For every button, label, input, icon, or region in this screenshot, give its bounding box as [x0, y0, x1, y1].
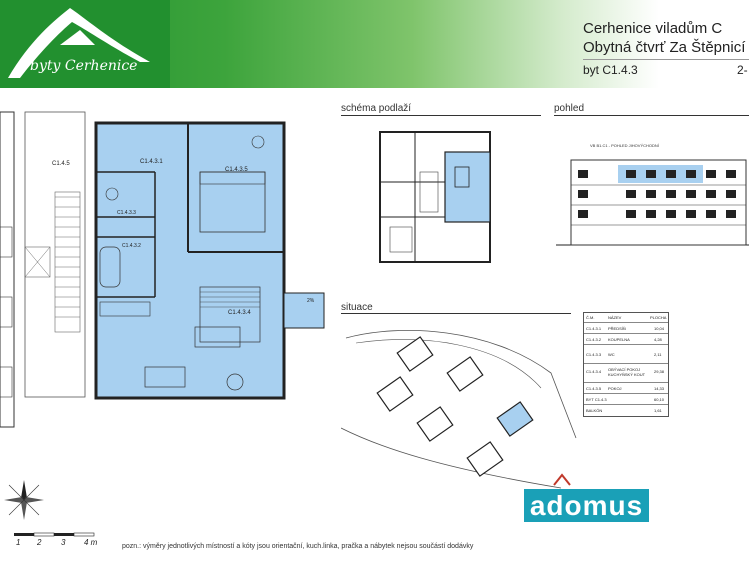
roof-icon — [553, 473, 571, 486]
legend-header-code: Č.M. — [586, 315, 595, 320]
scale-label-1: 1 — [16, 538, 21, 547]
scale-label-3: 3 — [61, 538, 66, 547]
scale-label-4: 4 m — [84, 538, 98, 547]
header-banner: byty Cerhenice Cerhenice viladům C Obytn… — [0, 0, 749, 88]
legend-header-name: NÁZEV — [608, 315, 622, 320]
situation-divider — [341, 313, 571, 314]
schema-divider — [341, 115, 541, 116]
room-label-c145: C1.4.5 — [52, 161, 70, 167]
legend-room: POKOJ — [608, 386, 622, 391]
situation-section-title: situace — [341, 302, 373, 313]
legend-room: OBÝVACÍ POKOJ KUCHYŇSKÝ KOUT — [608, 367, 646, 377]
legend-total-area: 60,10 — [654, 397, 665, 402]
floor-plan: C1.4.5 C1.4.3.1 C1.4.3.5 C1.4.3.3 C1.4.3… — [0, 97, 325, 432]
mountain-logo-icon — [8, 8, 150, 78]
legend-total-label: BYT C1.4.3 — [586, 397, 607, 402]
view-caption: VB B1.C1 - POHLED JIHOVÝCHODNÍ — [590, 143, 659, 148]
legend-row: C1.4.3.1 PŘEDSÍŇ 10,04 — [584, 323, 668, 334]
page-label: 2- — [737, 63, 748, 77]
view-section-title: pohled — [554, 103, 585, 114]
legend-area: 14,33 — [654, 386, 665, 391]
legend-area: 10,04 — [654, 326, 665, 331]
room-label-c1431: C1.4.3.1 — [140, 159, 163, 165]
legend-balcony-area: 1,61 — [654, 408, 662, 413]
legend-row: C1.4.3.3 WC 2,11 — [584, 345, 668, 364]
site-plan-map — [341, 330, 577, 489]
compass-icon — [4, 480, 44, 520]
legend-header-area: PLOCHA — [650, 315, 667, 320]
footnote: pozn.: výměry jednotlivých místností a k… — [122, 543, 474, 550]
legend-area: 2,11 — [654, 352, 662, 357]
legend-area: 4,28 — [654, 337, 662, 342]
legend-balcony-row: BALKÓN 1,61 — [584, 405, 668, 415]
room-label-c1433: C1.4.3.3 — [117, 210, 136, 216]
legend-code: C1.4.3.4 — [586, 369, 602, 374]
room-label-c1435: C1.4.3.5 — [225, 167, 248, 173]
legend-code: C1.4.3.2 — [586, 337, 602, 342]
legend-code: C1.4.3.3 — [586, 352, 602, 357]
view-divider — [554, 115, 749, 116]
room-area-table: Č.M. NÁZEV PLOCHA C1.4.3.1 PŘEDSÍŇ 10,04… — [583, 312, 669, 417]
unit-label: byt C1.4.3 — [583, 63, 638, 77]
scale-bar — [14, 532, 95, 537]
legend-balcony-label: BALKÓN — [586, 408, 603, 413]
legend-code: C1.4.3.5 — [586, 386, 602, 391]
room-label-c1432: C1.4.3.2 — [122, 243, 141, 249]
legend-code: C1.4.3.1 — [586, 326, 602, 331]
legend-row: C1.4.3.4 OBÝVACÍ POKOJ KUCHYŇSKÝ KOUT 29… — [584, 364, 668, 383]
brand-logo: adomus — [524, 489, 649, 522]
header-divider — [583, 59, 749, 60]
legend-room: KOUPELNA — [608, 337, 630, 342]
elevation-view — [556, 159, 749, 246]
balcony-label: 2% — [307, 298, 315, 304]
floor-schema-diagram — [379, 131, 491, 263]
legend-row: C1.4.3.2 KOUPELNA 4,28 — [584, 334, 668, 345]
logo-text: byty Cerhenice — [30, 58, 138, 74]
schema-section-title: schéma podlaží — [341, 103, 412, 114]
project-subtitle: Obytná čtvrť Za Štěpnicí — [583, 39, 746, 56]
legend-room: PŘEDSÍŇ — [608, 326, 626, 331]
project-title: Cerhenice viladům C — [583, 20, 723, 37]
scale-label-2: 2 — [37, 538, 42, 547]
legend-room: WC — [608, 352, 615, 357]
legend-row: C1.4.3.5 POKOJ 14,33 — [584, 383, 668, 394]
logo: byty Cerhenice — [0, 0, 170, 88]
legend-area: 29,38 — [654, 369, 665, 374]
legend-header-row: Č.M. NÁZEV PLOCHA — [584, 313, 668, 323]
room-label-c1434: C1.4.3.4 — [228, 310, 251, 316]
legend-total-row: BYT C1.4.3 60,10 — [584, 394, 668, 405]
